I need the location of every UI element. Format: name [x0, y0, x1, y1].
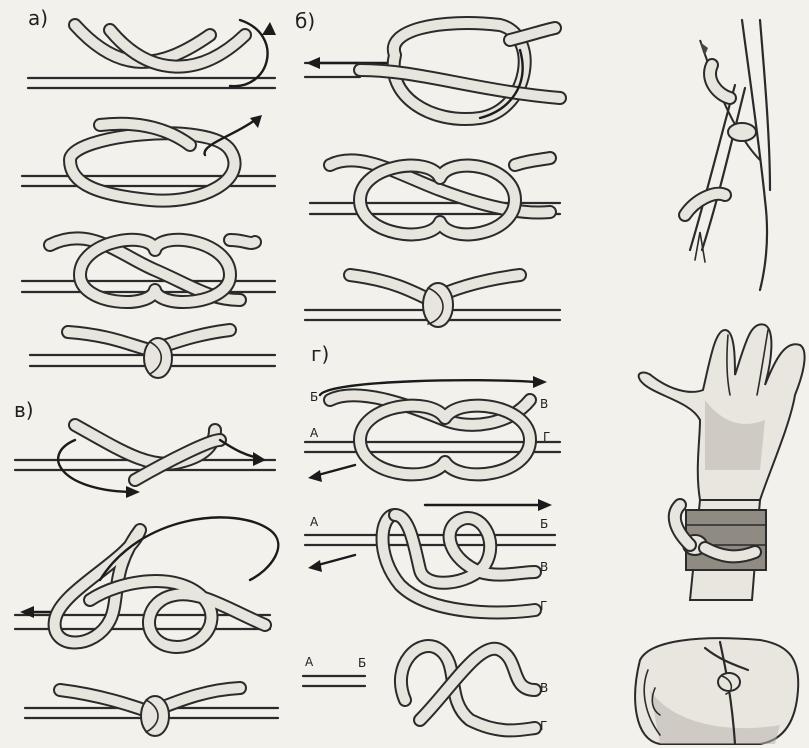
end-label: Б: [310, 390, 318, 404]
panel-b: [305, 23, 560, 327]
panel-a: [22, 20, 276, 378]
panel-label-v: в): [14, 398, 34, 422]
panel-g: Б А В Г А Б В Г А Б В Г: [303, 376, 560, 733]
panel-label-a: а): [28, 6, 48, 30]
panel-label-b: б): [295, 9, 315, 33]
end-label: А: [305, 655, 314, 669]
panel-label-g: г): [311, 342, 329, 366]
rope-on-pole-illustration: [685, 20, 770, 290]
end-label: А: [310, 515, 319, 529]
bundle-tied-illustration: [635, 638, 798, 744]
end-label: Б: [540, 517, 548, 531]
end-label: А: [310, 426, 319, 440]
end-label: Б: [358, 656, 366, 670]
hand-with-wrist-knot-illustration: [639, 324, 805, 600]
end-label: В: [540, 397, 548, 411]
panel-v: [15, 425, 278, 736]
